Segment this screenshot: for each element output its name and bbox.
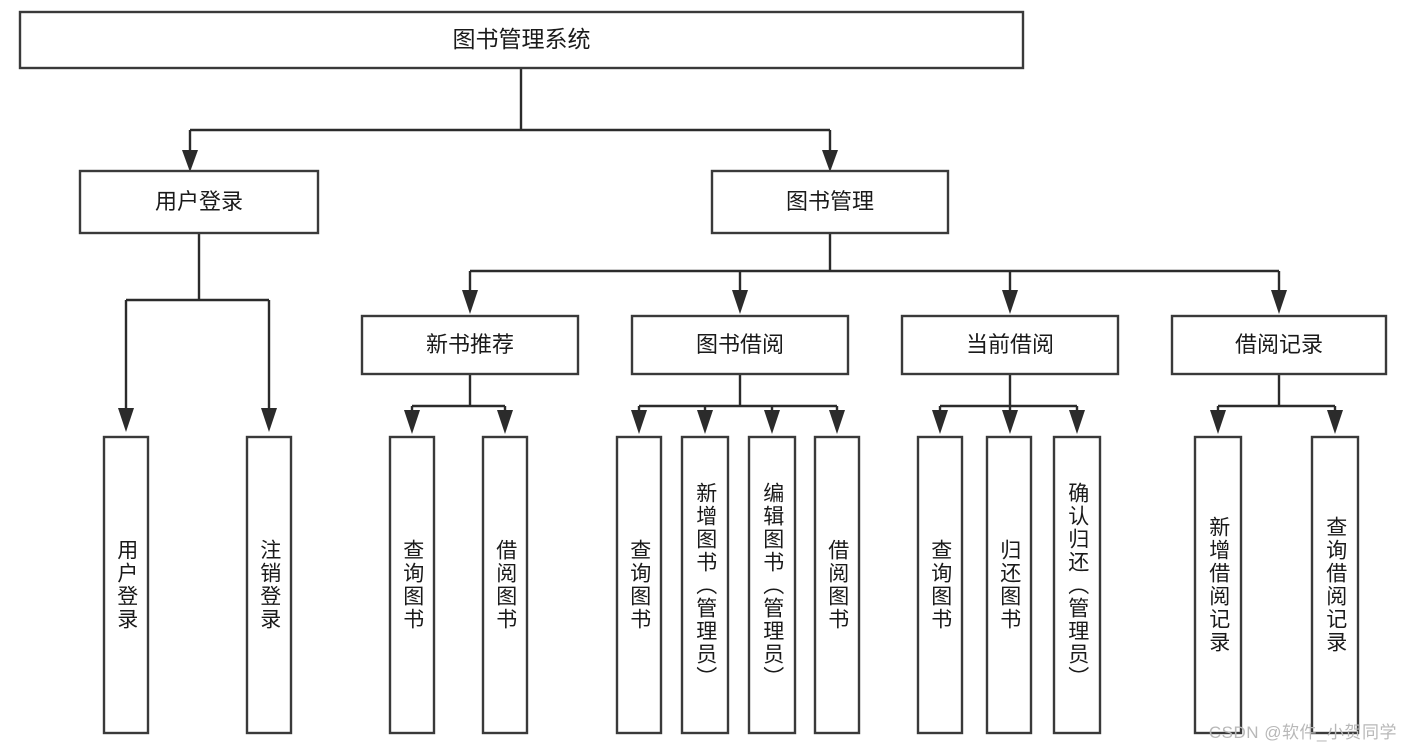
node-new-book-recommend-box[interactable] <box>360 314 580 376</box>
connector-book-manage-to-level3 <box>468 233 1281 292</box>
node-leaf-confirm-return-box[interactable] <box>1052 435 1102 735</box>
node-borrow-record-box[interactable] <box>1170 314 1388 376</box>
csdn-watermark: CSDN @软件_小贺同学 <box>1208 723 1397 742</box>
node-root-box[interactable] <box>18 10 1025 70</box>
arrowhead-leaf-query-book-3 <box>932 410 948 434</box>
connector-recommend-to-leaves <box>410 374 507 414</box>
node-leaf-query-book-2-box[interactable] <box>615 435 663 735</box>
node-new-book-recommend-label: 新书推荐 <box>426 332 514 357</box>
arrowhead-book-borrow <box>732 290 748 314</box>
arrowhead-leaf-add-record <box>1210 410 1226 434</box>
node-leaf-borrow-book-2-box[interactable] <box>813 435 861 735</box>
arrowhead-leaf-query-record <box>1327 410 1343 434</box>
node-leaf-return-book-box[interactable] <box>985 435 1033 735</box>
connector-user-login-to-leaves <box>124 233 271 412</box>
arrowhead-borrow-record <box>1271 290 1287 314</box>
node-leaf-add-book-box[interactable] <box>680 435 730 735</box>
node-leaf-query-book-3-box[interactable] <box>916 435 964 735</box>
connector-borrow-to-leaves <box>637 374 839 414</box>
node-book-borrow-label: 图书借阅 <box>696 332 784 357</box>
arrowhead-user-login <box>182 150 198 172</box>
node-user-login-box[interactable] <box>78 169 320 235</box>
connector-root-to-level2 <box>188 68 830 158</box>
node-leaf-add-record-box[interactable] <box>1193 435 1243 735</box>
arrowhead-leaf-borrow-book-1 <box>497 410 513 434</box>
connector-layer <box>118 68 1343 434</box>
node-leaf-query-record-box[interactable] <box>1310 435 1360 735</box>
node-leaf-edit-book-box[interactable] <box>747 435 797 735</box>
arrowhead-leaf-borrow-book-2 <box>829 410 845 434</box>
connector-current-to-leaves <box>938 374 1079 414</box>
arrowhead-current-borrow <box>1002 290 1018 314</box>
arrowhead-new-book-recommend <box>462 290 478 314</box>
node-leaf-logout-box[interactable] <box>245 435 293 735</box>
node-current-borrow-label: 当前借阅 <box>966 332 1054 357</box>
arrowhead-leaf-query-book-1 <box>404 410 420 434</box>
node-book-borrow-box[interactable] <box>630 314 850 376</box>
node-book-manage-box[interactable] <box>710 169 950 235</box>
arrowhead-leaf-edit-book <box>764 410 780 434</box>
node-user-login-label: 用户登录 <box>155 189 243 214</box>
node-layer: 图书管理系统 用户登录 图书管理 新书推荐 图书借阅 当前借阅 借阅记录 <box>18 10 1388 735</box>
node-leaf-query-book-1-box[interactable] <box>388 435 436 735</box>
node-borrow-record-label: 借阅记录 <box>1235 332 1323 357</box>
node-book-manage-label: 图书管理 <box>786 189 874 214</box>
arrowhead-book-manage <box>822 150 838 172</box>
connector-record-to-leaves <box>1216 374 1337 414</box>
arrowhead-leaf-logout <box>261 408 277 432</box>
arrowhead-leaf-return-book <box>1002 410 1018 434</box>
arrowhead-leaf-query-book-2 <box>631 410 647 434</box>
node-leaf-user-login-box[interactable] <box>102 435 150 735</box>
arrowhead-leaf-add-book <box>697 410 713 434</box>
arrowhead-leaf-confirm-return <box>1069 410 1085 434</box>
arrowhead-leaf-user-login <box>118 408 134 432</box>
node-root-label: 图书管理系统 <box>453 26 591 52</box>
node-current-borrow-box[interactable] <box>900 314 1120 376</box>
node-leaf-borrow-book-1-box[interactable] <box>481 435 529 735</box>
